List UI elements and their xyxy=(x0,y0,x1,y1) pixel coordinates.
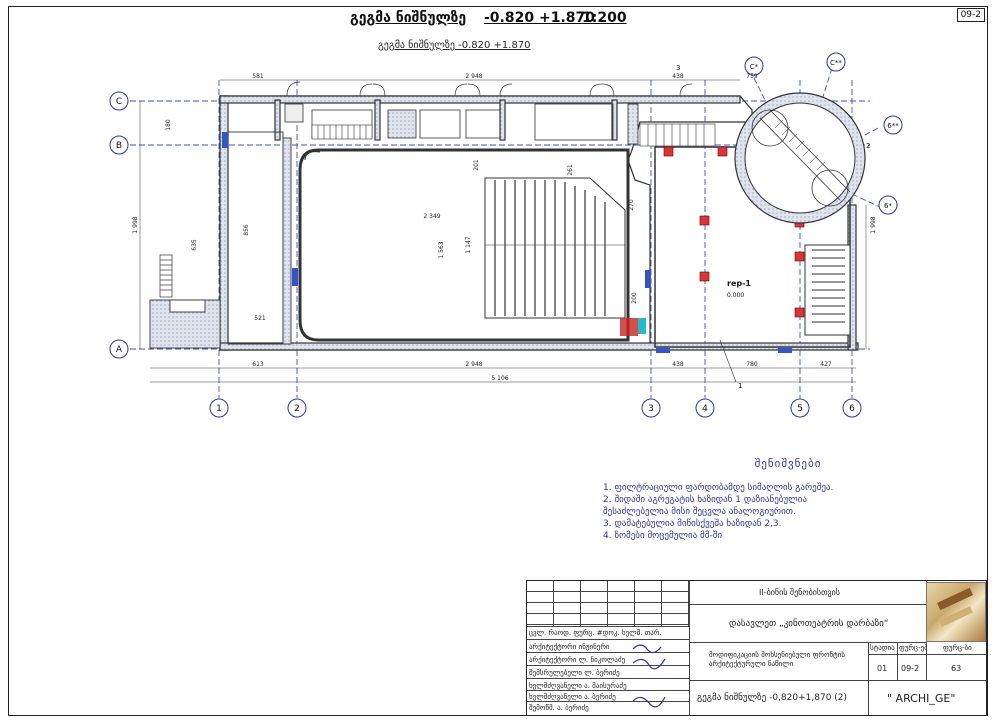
title-text: გეგმა ნიშნულზე xyxy=(350,10,467,26)
tb-row-1: არქიტექტორი ინჟინერი xyxy=(529,643,610,651)
note-item: 3. დამატებულია მიწისქვეშა ხაზიდან 2,3. xyxy=(603,519,782,529)
callout-2: 2 xyxy=(866,142,870,150)
plan-subtitle: გეგმა ნიშნულზე -0.820 +1.870 xyxy=(378,40,531,51)
axis-label-row-a: A xyxy=(116,345,123,355)
axis-label-col-4: 4 xyxy=(702,404,708,414)
callout-3: 3 xyxy=(676,64,680,72)
axis-label-col-5: 5 xyxy=(797,404,803,414)
dim-misc-8: 261 xyxy=(567,164,574,176)
dim-bottom-4: 780 xyxy=(746,361,758,368)
tb-stage-header: სტადია xyxy=(870,644,895,652)
dim-hall-width: 2 349 xyxy=(423,213,440,220)
note-item: 2. შიდაში აგრეგატის ხაზიდან 1 დაზიანებულ… xyxy=(603,495,807,505)
dim-left-height: 1 998 xyxy=(132,216,139,233)
dim-right-height: 1 998 xyxy=(870,216,877,233)
seating-rows xyxy=(484,177,626,319)
tb-sheets-header: ფურც-ბი xyxy=(943,644,972,652)
tb-sheet: 09-2 xyxy=(901,664,920,673)
tb-drawing-name: გეგმა ნიშნულზე -0,820+1,870 (2) xyxy=(697,693,848,703)
doors xyxy=(286,81,693,97)
tb-org: II-ბინის შენობისთვის xyxy=(759,588,840,597)
axis-label-col-6: 6 xyxy=(849,404,855,414)
dim-misc-5: 200 xyxy=(631,292,638,304)
note-item: 1. ფილტრაციული ფარდობამდე სიმაღლის გარეშ… xyxy=(603,483,834,493)
dim-top-3: 438 xyxy=(672,73,684,80)
axis-label-radial-1: C* xyxy=(750,63,759,71)
dim-misc-1: 1 563 xyxy=(438,241,445,258)
room-sublabel: 0.000 xyxy=(727,292,744,299)
tb-sheets: 63 xyxy=(951,664,962,673)
tb-row-5: ხელმძღვანელი ა. ბერიძე xyxy=(529,693,616,701)
axis-label-radial-3: 6** xyxy=(887,122,899,130)
main-hall-wall xyxy=(298,148,630,342)
axis-label-col-2: 2 xyxy=(294,404,300,414)
callout-1: 1 xyxy=(738,382,742,390)
tb-row-4: ხელმძღვანელი ა. მაისურაძე xyxy=(529,682,627,690)
left-corridor xyxy=(149,131,292,349)
note-item: შესაძლებელია მისი შეცვლა ანალოგიურით. xyxy=(603,507,796,517)
axis-bubbles xyxy=(109,52,903,418)
signatures xyxy=(632,644,666,708)
tb-row-2: არქიტექტორი ლ. ნიკოლაძე xyxy=(529,656,626,664)
sheet-number: 09-2 xyxy=(956,8,985,22)
axis-label-row-c: C xyxy=(116,97,122,107)
dim-bottom-2: 2 948 xyxy=(465,361,482,368)
dim-misc-3: 521 xyxy=(254,315,266,322)
dim-bottom-1: 613 xyxy=(252,361,264,368)
dim-top-4: 759 xyxy=(746,73,758,80)
tb-project: დასავლეთ „კინოთეატრის დარბაზი“ xyxy=(729,619,889,629)
tb-sheet-header: ფურც-ები xyxy=(899,644,926,652)
axis-label-radial-4: 6* xyxy=(884,202,892,210)
fixtures xyxy=(222,132,792,353)
axis-label-col-1: 1 xyxy=(216,404,222,414)
dim-misc-2: 1 147 xyxy=(465,236,472,253)
dim-misc-9: 180 xyxy=(165,119,172,131)
tb-row-3: შემსრულებელი ლ. ბერიძე xyxy=(529,669,620,677)
dim-bottom-3: 438 xyxy=(672,361,684,368)
notes-heading: შენიშვნები xyxy=(754,457,822,470)
dim-misc-6: 270 xyxy=(628,199,635,211)
axis-label-radial-2: C** xyxy=(830,59,842,67)
dim-top-1: 581 xyxy=(252,73,264,80)
title-block-grid: ცვლ. რაოდ. ფურც. #დოკ. ხელმ. თარ. არქიტე… xyxy=(527,581,690,715)
note-item: 4. ზომები მოცემულია მმ-ში xyxy=(603,531,723,541)
axis-label-col-3: 3 xyxy=(648,404,654,414)
notes-block: შენიშვნები 1. ფილტრაციული ფარდობამდე სიმ… xyxy=(603,458,933,542)
room-marker: rep-1 0.000 1 2 3 xyxy=(676,64,870,390)
title-block: ცვლ. რაოდ. ფურც. #დოკ. ხელმ. თარ. არქიტე… xyxy=(526,580,987,716)
dim-misc-10: 635 xyxy=(191,239,198,251)
dim-misc-7: 201 xyxy=(473,159,480,171)
drawing-sheet xyxy=(8,6,988,716)
tb-desc: მოდიფიკაციის მოხსენიებული ფრონტის არქიტე… xyxy=(709,651,845,668)
top-stair xyxy=(311,123,716,147)
tb-stage: 01 xyxy=(877,664,888,673)
title-scale: 1:200 xyxy=(582,10,627,26)
tb-firm: " ARCHI_GE" xyxy=(887,692,956,705)
left-stair xyxy=(159,254,173,298)
axis-label-row-b: B xyxy=(116,141,122,151)
title-levels: -0.820 +1.870 xyxy=(484,10,595,26)
dim-top-2: 2 948 xyxy=(465,73,482,80)
top-rooms xyxy=(284,103,639,145)
round-tower xyxy=(734,92,866,224)
firm-logo xyxy=(926,582,986,642)
dimension-lines xyxy=(139,79,867,383)
tb-row-0: ცვლ. რაოდ. ფურც. #დოკ. ხელმ. თარ. xyxy=(529,629,662,637)
dim-misc-4: 856 xyxy=(243,224,250,236)
room-label: rep-1 xyxy=(727,279,751,288)
tb-row-6: შემოწმ. ა. ბერიძე xyxy=(529,704,589,712)
dim-bottom-5: 427 xyxy=(820,361,832,368)
dim-bottom-total: 5 106 xyxy=(491,375,508,382)
